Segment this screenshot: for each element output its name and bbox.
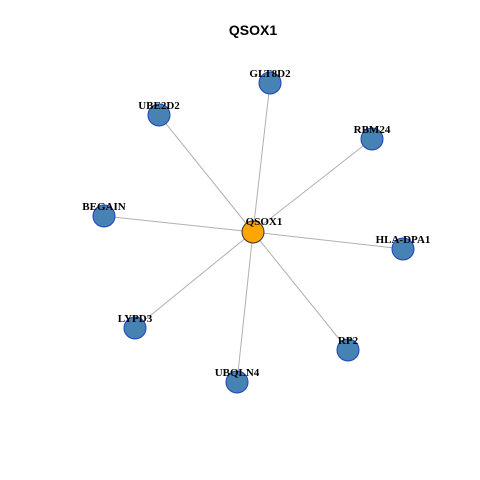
edge-qsox1-begain [103,215,254,233]
edge-qsox1-rp2 [252,231,349,351]
edge-qsox1-ubqln4 [236,231,254,383]
node-hla-dpa1[interactable] [391,237,415,261]
edge-qsox1-glt8d2 [252,82,271,233]
edge-qsox1-lypd3 [134,231,254,329]
edge-qsox1-rbm24 [252,138,373,233]
node-ube2d2[interactable] [147,103,171,127]
node-glt8d2[interactable] [258,71,282,95]
node-label-ubqln4: UBQLN4 [215,367,260,379]
node-qsox1-center[interactable] [241,220,265,244]
node-label-rbm24: RBM24 [354,124,391,136]
node-label-rp2: RP2 [338,335,359,347]
edge-qsox1-hla-dpa1 [252,231,404,250]
node-label-ube2d2: UBE2D2 [138,100,180,112]
node-rbm24[interactable] [360,127,384,151]
node-label-lypd3: LYPD3 [118,313,153,325]
node-label-glt8d2: GLT8D2 [249,68,291,80]
node-label-qsox1-center: QSOX1 [246,216,283,228]
node-ubqln4[interactable] [225,370,249,394]
nodes-layer [92,71,415,394]
edges-layer [103,82,404,383]
diagram-title: QSOX1 [229,22,277,38]
node-begain[interactable] [92,204,116,228]
node-lypd3[interactable] [123,316,147,340]
node-label-begain: BEGAIN [82,201,125,213]
node-rp2[interactable] [336,338,360,362]
edge-qsox1-ube2d2 [158,114,254,233]
node-label-hla-dpa1: HLA-DPA1 [376,234,431,246]
